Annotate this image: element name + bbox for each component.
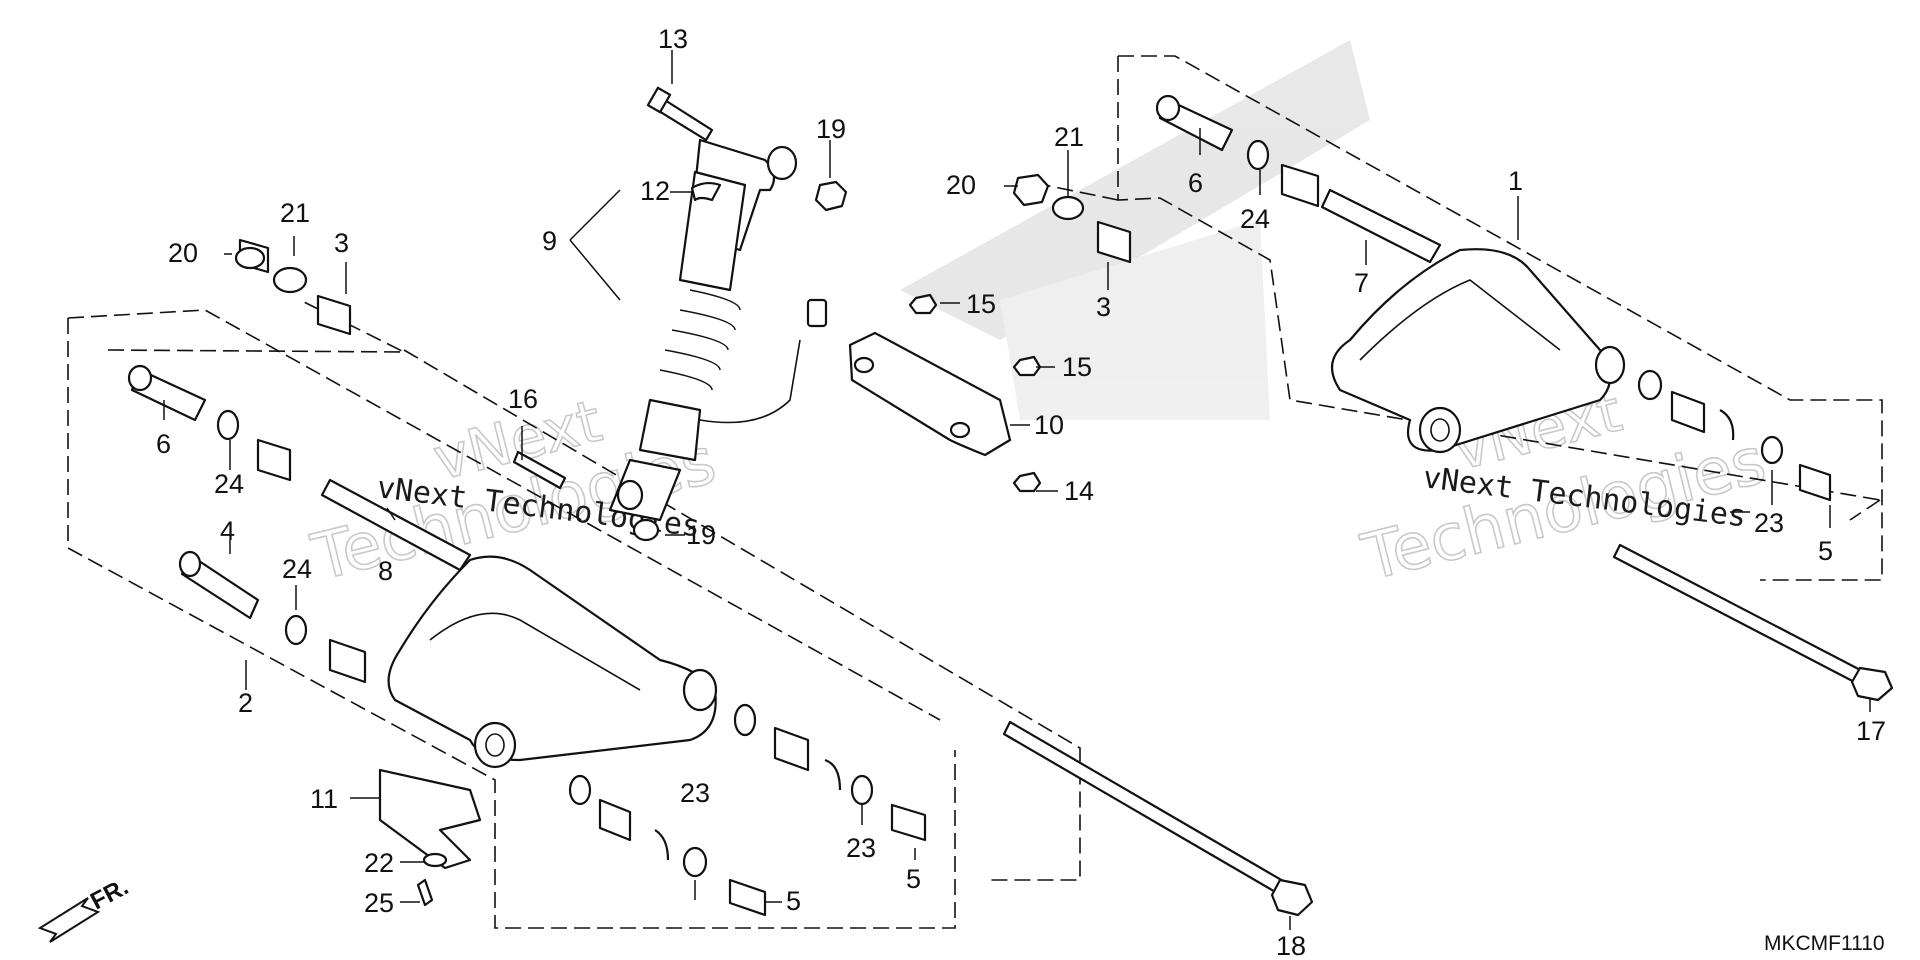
right-hardware [1012, 94, 1832, 502]
callout-12: 12 [640, 176, 670, 206]
callout-25: 25 [364, 888, 394, 918]
callout-16: 16 [508, 384, 538, 414]
front-direction-indicator: FR. [37, 873, 133, 943]
callout-14: 14 [1064, 476, 1094, 506]
pivot-bolt-lower [1002, 720, 1314, 917]
callout-4: 4 [220, 516, 235, 546]
callout-6-left: 6 [156, 429, 171, 459]
callout-3-left: 3 [334, 228, 349, 258]
callout-6-right: 6 [1188, 168, 1203, 198]
pivot-bolt-right [1612, 543, 1894, 702]
callout-10: 10 [1034, 410, 1064, 440]
callout-1: 1 [1508, 166, 1523, 196]
callout-17: 17 [1856, 716, 1886, 746]
callout-19-low: 19 [686, 520, 716, 550]
callout-13: 13 [658, 24, 688, 54]
callout-23-lower-mid: 23 [846, 833, 876, 863]
sensor-bracket [848, 293, 1042, 493]
chain-slider [378, 768, 482, 907]
front-label: FR. [86, 873, 133, 915]
rear-shock-absorber [608, 138, 828, 542]
callout-23-lower-left: 23 [680, 778, 710, 808]
leader-lines [163, 50, 1871, 930]
left-hardware [127, 238, 927, 917]
callout-24-right: 24 [1240, 204, 1270, 234]
callout-21-left: 21 [280, 198, 310, 228]
callout-7: 7 [1354, 268, 1369, 298]
callout-19-top: 19 [816, 114, 846, 144]
callout-3-right: 3 [1096, 292, 1111, 322]
callout-23-right: 23 [1754, 508, 1784, 538]
callout-20-left: 20 [168, 238, 198, 268]
left-swingarm [387, 555, 718, 769]
callout-24-left-top: 24 [214, 469, 244, 499]
callout-20-right: 20 [946, 170, 976, 200]
shock-hardware [512, 86, 848, 490]
callout-labels: 13 19 12 9 20 21 3 6 24 4 24 2 8 16 19 1… [156, 24, 1886, 960]
callout-24-left: 24 [282, 554, 312, 584]
callout-22: 22 [364, 848, 394, 878]
background-logo-stipple [900, 40, 1370, 420]
callout-18: 18 [1276, 931, 1306, 960]
callout-2: 2 [238, 688, 253, 718]
callout-15-mid: 15 [1062, 352, 1092, 382]
callout-5-lower-right: 5 [906, 864, 921, 894]
right-swingarm [1330, 248, 1626, 454]
callout-21-right: 21 [1054, 122, 1084, 152]
callout-5-right: 5 [1818, 536, 1833, 566]
callout-11: 11 [310, 784, 338, 814]
diagram-code: MKCMF1110 [1764, 932, 1885, 955]
callout-8: 8 [378, 556, 393, 586]
callout-9: 9 [542, 226, 557, 256]
callout-5-lower-left: 5 [786, 886, 801, 916]
callout-15-top: 15 [966, 289, 996, 319]
